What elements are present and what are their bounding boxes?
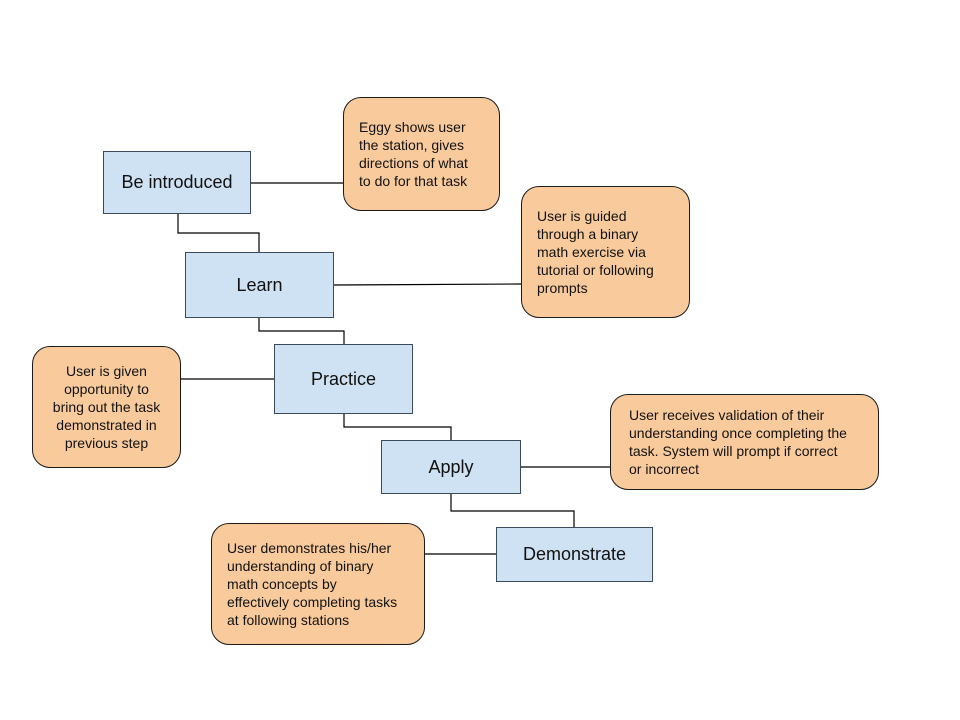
note-apply: User receives validation of their unders… [610,394,879,490]
note-practice-line-2: opportunity to [64,381,149,397]
note-demonstrate-line-3: math concepts by [227,576,337,592]
step-be-introduced: Be introduced [103,151,251,214]
note-apply-line-2: understanding once completing the [629,425,847,441]
note-introduced-line-3: directions of what [359,155,468,171]
connector-learn-note [333,283,522,286]
note-demonstrate-line-1: User demonstrates his/her [227,540,392,556]
connector-introduced-learn [177,214,260,252]
note-practice-line-4: demonstrated in [56,417,157,433]
note-learn-line-1: User is guided [537,208,627,224]
connector-learn-practice [258,318,345,344]
note-learn-line-3: math exercise via [537,244,646,260]
note-learn-line-4: tutorial or following [537,262,654,278]
note-introduced: Eggy shows user the station, gives direc… [343,97,500,211]
note-demonstrate: User demonstrates his/her understanding … [211,523,425,645]
note-introduced-line-2: the station, gives [359,137,465,153]
note-learn-line-2: through a binary [537,226,639,242]
note-demonstrate-line-4: effectively completing tasks [227,594,398,610]
note-practice-line-5: previous step [64,435,149,451]
note-apply-line-1: User receives validation of their [629,407,825,423]
connector-practice-apply [343,414,452,440]
note-apply-line-4: or incorrect [629,461,700,477]
note-introduced-line-4: to do for that task [359,173,468,189]
note-learn: User is guided through a binary math exe… [521,186,690,318]
step-apply: Apply [381,440,521,494]
step-demonstrate: Demonstrate [496,527,653,582]
note-practice: User is given opportunity to bring out t… [32,346,181,468]
note-demonstrate-line-5: at following stations [227,612,350,628]
step-practice: Practice [274,344,413,414]
note-demonstrate-line-2: understanding of binary [227,558,374,574]
step-learn: Learn [185,252,334,318]
note-apply-line-3: task. System will prompt if correct [629,443,838,459]
note-learn-line-5: prompts [537,280,588,296]
note-practice-line-1: User is given [66,363,147,379]
note-introduced-line-1: Eggy shows user [359,119,466,135]
note-practice-line-3: bring out the task [52,399,161,415]
connector-apply-demonstrate [450,494,575,527]
